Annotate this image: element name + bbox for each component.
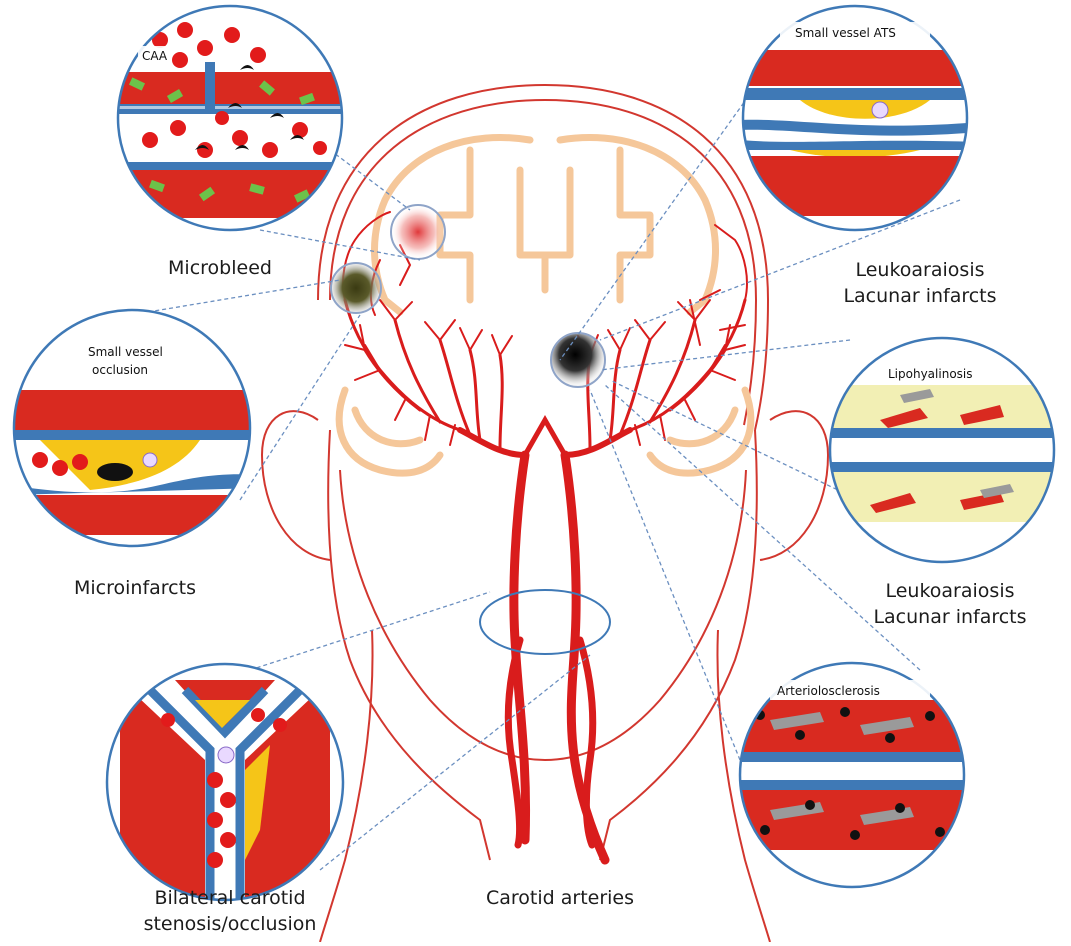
label-leukoaraiosis-upper: Leukoaraiosis — [820, 258, 1020, 283]
inset-title-small-vessel-occlusion-1: Small vessel — [88, 345, 163, 359]
ear-left — [262, 411, 330, 560]
inset-caa — [110, 0, 350, 240]
label-leukoaraiosis-lower: Leukoaraiosis — [850, 579, 1050, 604]
ear-right — [760, 411, 828, 560]
face-outline — [328, 430, 490, 860]
label-lacunar-infarcts-upper: Lacunar infarcts — [820, 284, 1020, 309]
inset-title-lipohyalinosis: Lipohyalinosis — [888, 367, 973, 381]
label-microbleed: Microbleed — [150, 256, 290, 281]
microinfarct-lesion — [331, 263, 381, 313]
face-outline-right — [600, 430, 757, 860]
label-carotid-arteries: Carotid arteries — [470, 886, 650, 911]
inset-small-vessel-occlusion — [10, 300, 260, 550]
label-stenosis-occlusion: stenosis/occlusion — [120, 912, 340, 937]
inset-title-small-vessel-occlusion-2: occlusion — [92, 363, 148, 377]
carotid-bifurcation-marker — [480, 590, 610, 654]
microbleed-lesion — [391, 205, 445, 259]
lacune-lesion — [551, 333, 605, 387]
inset-bilateral-carotid — [100, 660, 350, 910]
arterial-tree — [343, 212, 747, 860]
inset-title-small-vessel-ats: Small vessel ATS — [795, 26, 896, 40]
head-outline — [262, 85, 828, 942]
inset-title-caa: CAA — [142, 49, 168, 63]
label-microinfarcts: Microinfarcts — [60, 576, 210, 601]
label-lacunar-infarcts-lower: Lacunar infarcts — [850, 605, 1050, 630]
inset-title-arteriolosclerosis: Arteriolosclerosis — [777, 684, 880, 698]
label-bilateral-carotid: Bilateral carotid — [120, 886, 340, 911]
jaw-line — [340, 470, 746, 760]
